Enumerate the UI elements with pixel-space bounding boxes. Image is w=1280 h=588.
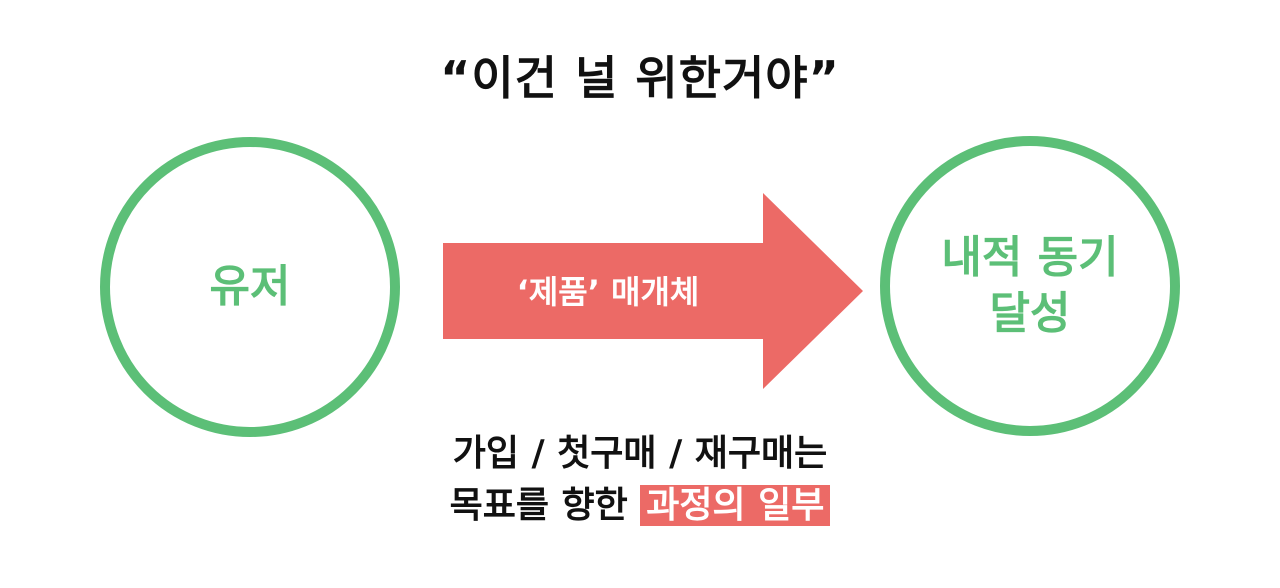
motivation-circle-label: 내적 동기 달성 <box>941 230 1118 342</box>
user-circle: 유저 <box>100 137 400 437</box>
caption-line2-prefix: 목표를 향한 <box>449 485 628 526</box>
product-arrow <box>443 193 863 389</box>
motivation-circle: 내적 동기 달성 <box>880 136 1180 436</box>
user-circle-label: 유저 <box>209 261 291 312</box>
product-arrow-label: ‘제품’ 매개체 <box>516 273 700 311</box>
motivation-label-line1: 내적 동기 <box>941 232 1119 283</box>
caption-highlight: 과정의 일부 <box>640 485 831 526</box>
caption: 가입 / 첫구매 / 재구매는 목표를 향한 과정의 일부 <box>0 428 1280 532</box>
diagram-title: “이건 널 위한거야” <box>440 51 840 105</box>
caption-line2: 목표를 향한 과정의 일부 <box>0 480 1280 532</box>
motivation-label-line2: 달성 <box>989 288 1071 339</box>
product-arrow-shape <box>443 193 863 389</box>
caption-line1: 가입 / 첫구매 / 재구매는 <box>452 433 828 474</box>
